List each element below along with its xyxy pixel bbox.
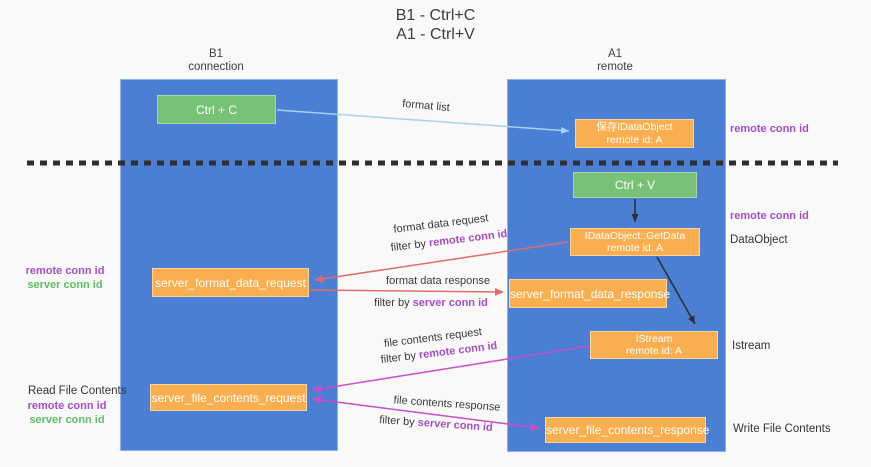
filter-by-text: filter by [380, 349, 420, 367]
title-line-1: B1 - Ctrl+C [395, 7, 476, 24]
ctrl-v-label: Ctrl + V [614, 178, 656, 192]
read-file-contents-annotation: Read File Contents [28, 385, 127, 397]
remote-conn-id-text: remote conn id [27, 400, 107, 412]
filter-by-text: filter by [374, 297, 413, 309]
box-server-file-contents-request: server_file_contents_request [150, 384, 307, 411]
server-conn-id-text: server conn id [27, 278, 103, 291]
box-server-file-contents-response: server_file_contents_response [545, 417, 710, 443]
dataobject-annotation: DataObject [730, 234, 788, 246]
box-server-format-data-response: server_format_data_response [509, 279, 671, 308]
lifeline-a1-title: A1 [607, 48, 623, 60]
filter-by-server-conn-id-label-1: filter by server conn id [374, 297, 488, 309]
lifeline-b1-title: B1 [208, 48, 224, 60]
box-idataobject-getdata: IDataObject::GetData remote id: A [570, 228, 700, 256]
format-list-label: format list [401, 97, 451, 115]
filter-by-text: filter by [390, 237, 430, 255]
server-conn-id-text: server conn id [417, 416, 494, 434]
box-istream: IStream remote id: A [590, 331, 718, 359]
format-data-response-label: format data response [386, 275, 490, 287]
server-file-contents-request-label: server_file_contents_request [151, 390, 306, 405]
getdata-line1: IDataObject::GetData [584, 229, 686, 242]
lifeline-header-a1: A1 remote [597, 48, 633, 74]
title-line-2: A1 - Ctrl+V [396, 26, 475, 43]
box-server-format-data-request: server_format_data_request [152, 268, 309, 297]
remote-conn-id-annotation-top: remote conn id [730, 123, 809, 135]
server-conn-id-text: server conn id [29, 413, 105, 426]
lifeline-b1-subtitle: connection [188, 61, 244, 73]
box-ctrl-v: Ctrl + V [573, 172, 697, 198]
filter-by-server-conn-id-label-2: filter by server conn id [379, 414, 493, 434]
server-file-contents-response-label: server_file_contents_response [546, 423, 710, 437]
server-format-data-response-label: server_format_data_response [510, 286, 671, 301]
lifeline-header-b1: B1 connection [188, 48, 244, 74]
box-ctrl-c: Ctrl + C [157, 95, 276, 124]
server-conn-id-text: server conn id [412, 297, 488, 309]
format-data-response-arrow [309, 287, 504, 296]
remote-conn-id-annotation-mid: remote conn id [730, 210, 809, 222]
istream-annotation: Istream [732, 340, 771, 352]
filter-by-text: filter by [378, 414, 419, 429]
save-idataobject-line1: 保存IDataObject [596, 121, 673, 133]
box-save-idataobject: 保存IDataObject remote id: A [575, 119, 694, 148]
save-idataobject-line2: remote id: A [606, 133, 663, 146]
server-format-data-request-label: server_format_data_request [155, 275, 306, 290]
lifeline-a1-subtitle: remote [597, 61, 633, 73]
left-bottom-conn-id-annotation: remote conn id server conn id [22, 400, 112, 427]
istream-line1: IStream [635, 332, 673, 345]
remote-conn-id-text: remote conn id [25, 265, 105, 277]
write-file-contents-annotation: Write File Contents [733, 423, 831, 435]
file-contents-response-label: file contents response [393, 394, 501, 414]
istream-line2: remote id: A [625, 345, 683, 357]
left-mid-conn-id-annotation: remote conn id server conn id [18, 265, 112, 292]
remote-conn-id-text: remote conn id [428, 227, 508, 250]
diagram-title: B1 - Ctrl+C A1 - Ctrl+V [0, 6, 871, 44]
ctrl-c-label: Ctrl + C [195, 102, 237, 117]
getdata-line2: remote id: A [606, 242, 664, 254]
